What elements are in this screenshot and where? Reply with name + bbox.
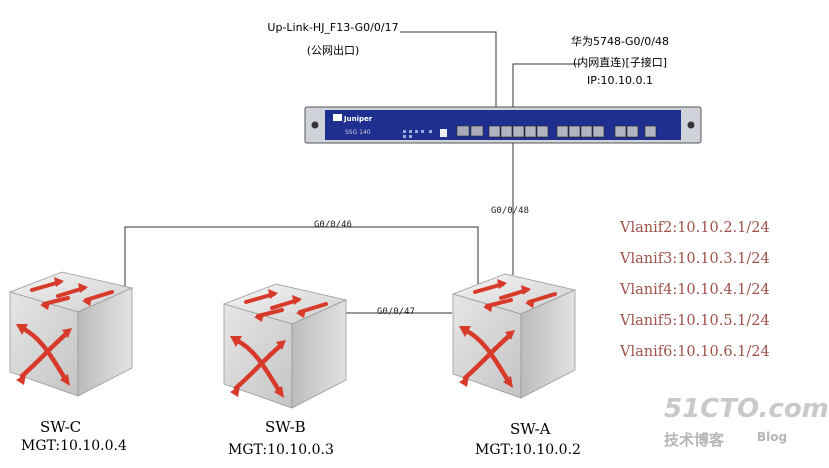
vlanif-3: Vlanif3:10.10.3.1/24 (620, 251, 770, 267)
inner-sublabel: (内网直连)[子接口] (572, 56, 668, 69)
watermark-logo: 51CTO.com (664, 394, 829, 424)
switch-a-name: SW-A (510, 420, 551, 438)
watermark-blog: Blog (757, 430, 788, 444)
switch-c-mgt: MGT:10.10.0.4 (21, 438, 127, 454)
link-label-a-c: G0/0/46 (314, 220, 352, 230)
inner-label: 华为5748-G0/0/48 (571, 35, 669, 48)
link-label-fw-a: G0/0/48 (491, 206, 529, 216)
uplink-label: Up-Link-HJ_F13-G0/0/17 (267, 21, 399, 34)
uplink-wire (400, 31, 497, 128)
wiring-layer (124, 31, 580, 314)
uplink-sublabel: (公网出口) (306, 44, 360, 57)
inner-ip: IP:10.10.0.1 (586, 74, 654, 87)
model-text: SSG 140 (345, 129, 371, 136)
swa-to-swc-wire (124, 226, 479, 298)
vlanif-4: Vlanif4:10.10.4.1/24 (620, 282, 770, 298)
switch-b-icon (216, 280, 352, 412)
brand-text: Juniper (343, 115, 373, 123)
link-label-a-b: G0/0/47 (377, 307, 415, 317)
switch-b-mgt: MGT:10.10.0.3 (228, 442, 334, 458)
switch-a-icon (445, 270, 581, 402)
firewall-device: Juniper SSG 140 (304, 106, 702, 144)
vlanif-2: Vlanif2:10.10.2.1/24 (620, 220, 770, 236)
vlanif-5: Vlanif5:10.10.5.1/24 (620, 313, 770, 329)
switch-c-icon (2, 268, 138, 400)
switch-c-name: SW-C (40, 418, 82, 436)
vlanif-6: Vlanif6:10.10.6.1/24 (620, 344, 770, 360)
watermark-sub: 技术博客 (664, 431, 725, 449)
switch-a-mgt: MGT:10.10.0.2 (475, 442, 581, 458)
switch-b-name: SW-B (265, 418, 306, 436)
